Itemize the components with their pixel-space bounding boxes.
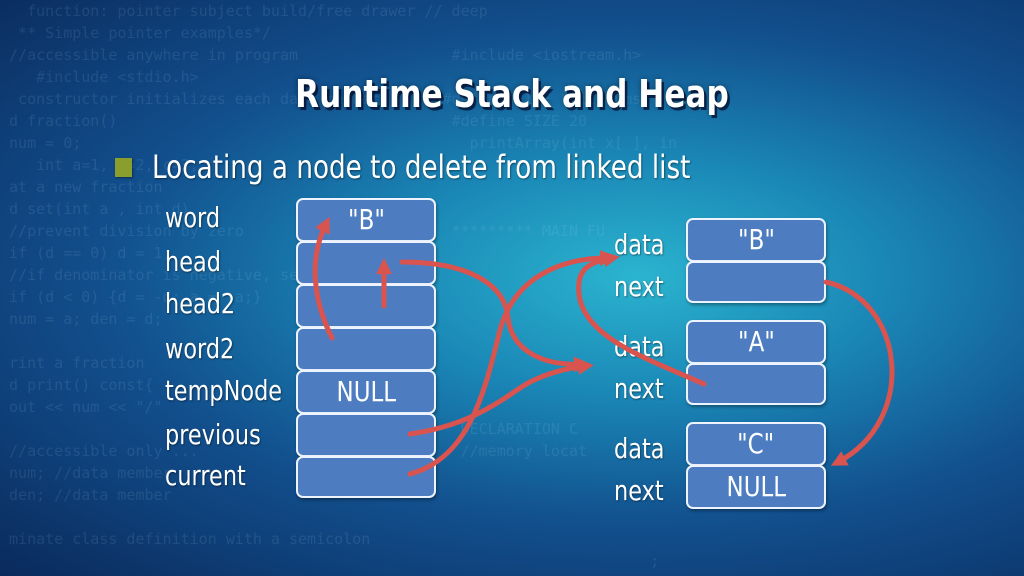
stack-cell-current	[296, 456, 436, 498]
arrow-current-to-node-b	[407, 250, 616, 477]
bullet-text: Locating a node to delete from linked li…	[152, 148, 691, 186]
heap-node3-next-cell: NULL	[686, 465, 826, 509]
stack-label-head2: head2	[165, 287, 236, 320]
arrow-word2-to-word	[312, 216, 335, 341]
stack-label-previous: previous	[165, 418, 261, 451]
heap-node3-next-label: next	[614, 474, 664, 507]
heap-node2-next-label: next	[614, 372, 664, 405]
heap-node1-next-cell	[686, 261, 826, 303]
stack-label-current: current	[165, 459, 246, 492]
arrow-node-a-next-to-node-b	[576, 251, 707, 387]
arrow-previous-to-node-a	[407, 358, 594, 437]
bullet-icon	[115, 158, 132, 177]
stack-cell-tempnode: NULL	[296, 370, 436, 414]
heap-node1-next-label: next	[614, 270, 664, 303]
heap-node3-data-label: data	[614, 432, 665, 465]
arrow-node-b-next-to-node-c	[823, 279, 895, 466]
heap-node1-data-cell: "B"	[686, 218, 826, 262]
arrow-head-to-node-a	[399, 259, 590, 373]
stack-label-head: head	[165, 245, 221, 278]
slide-title: Runtime Stack and Heap	[295, 72, 729, 116]
heap-node2-next-cell	[686, 363, 826, 405]
stack-label-word: word	[165, 201, 221, 234]
heap-node2-data-cell: "A"	[686, 320, 826, 364]
stack-label-word2: word2	[165, 332, 235, 365]
heap-node1-data-label: data	[614, 228, 665, 261]
heap-node3-data-cell: "C"	[686, 422, 826, 466]
stack-label-tempnode: tempNode	[165, 374, 283, 407]
